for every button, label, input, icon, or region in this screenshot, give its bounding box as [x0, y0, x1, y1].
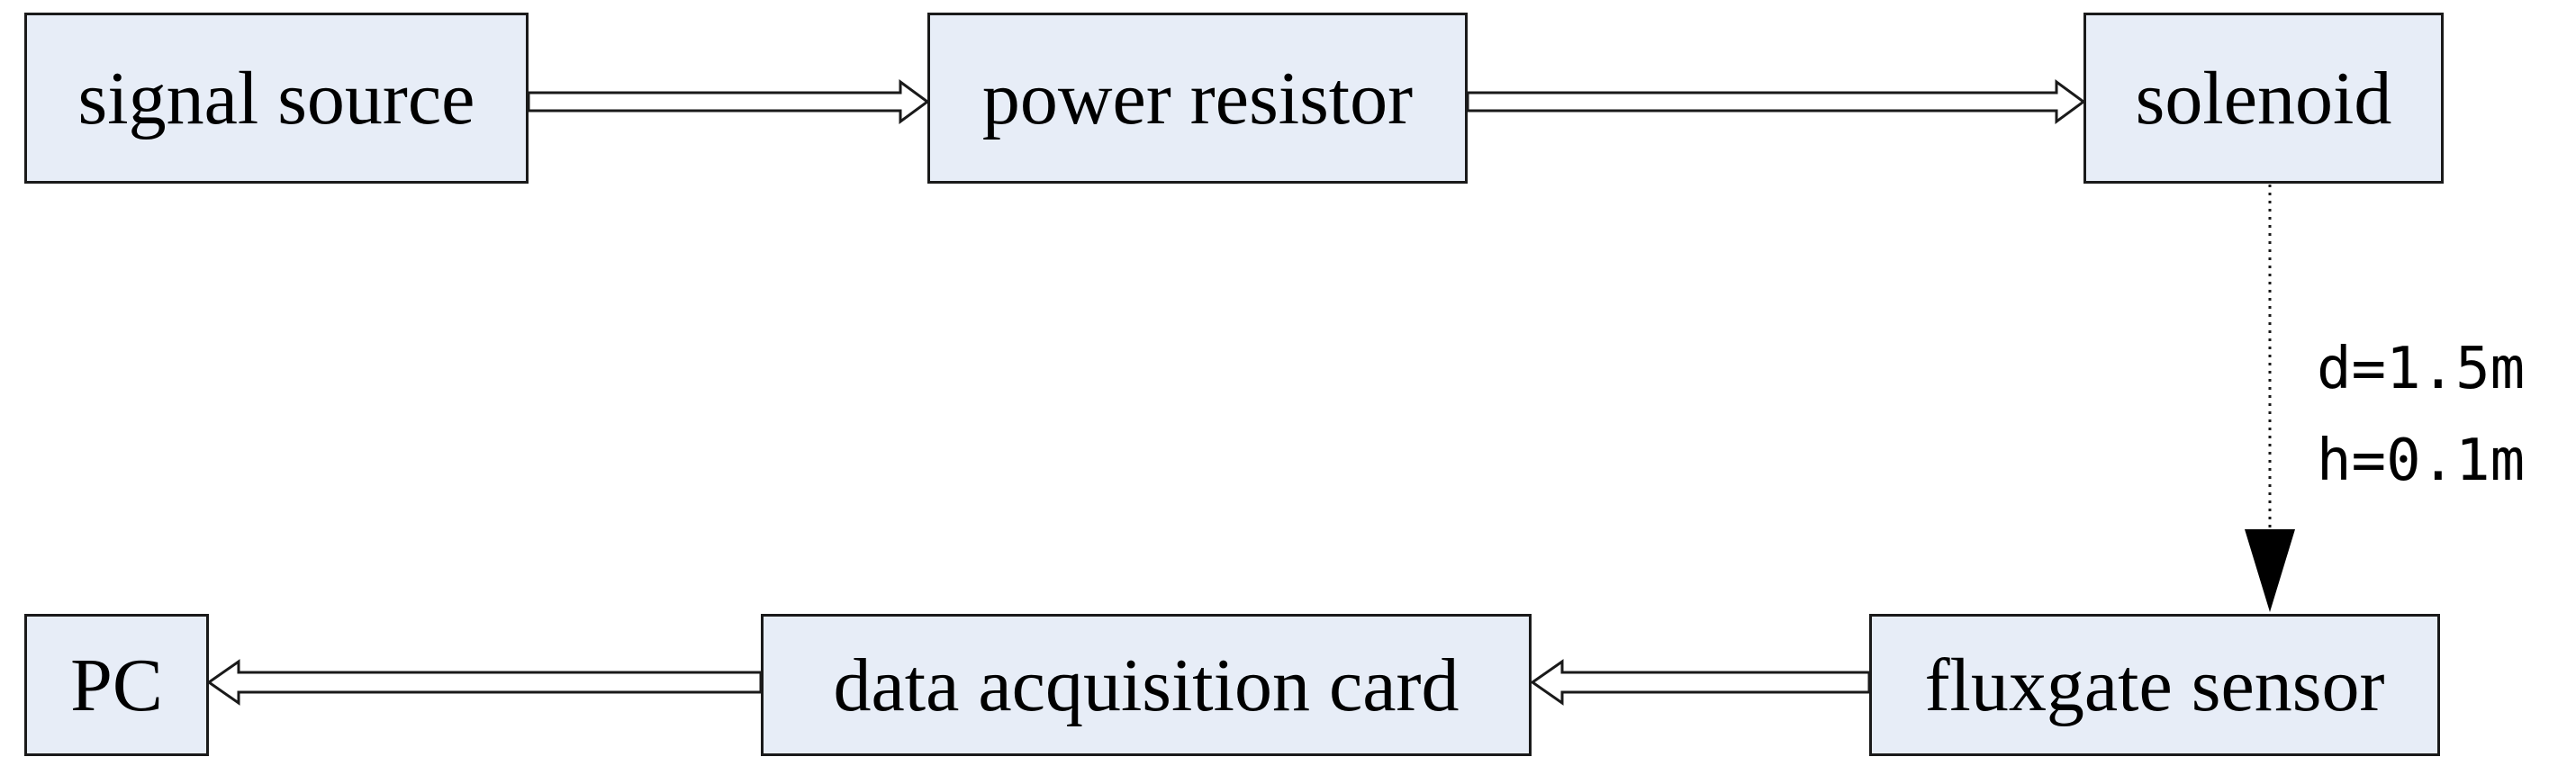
arrow-card-to-pc	[206, 659, 763, 706]
signal-source-node: signal source	[24, 13, 529, 184]
fluxgate-sensor-node: fluxgate sensor	[1869, 614, 2440, 756]
arrow-signal-to-resistor	[527, 79, 930, 124]
solenoid-node: solenoid	[2083, 13, 2444, 184]
pc-node: PC	[24, 614, 209, 756]
distance-annotation: d=1.5m	[2317, 336, 2526, 402]
power-resistor-node: power resistor	[927, 13, 1468, 184]
arrow-sensor-to-card	[1530, 659, 1871, 706]
arrow-solenoid-to-sensor	[2245, 185, 2295, 612]
height-annotation: h=0.1m	[2317, 428, 2526, 494]
arrow-resistor-to-solenoid	[1466, 79, 2086, 124]
data-acquisition-card-node: data acquisition card	[761, 614, 1532, 756]
